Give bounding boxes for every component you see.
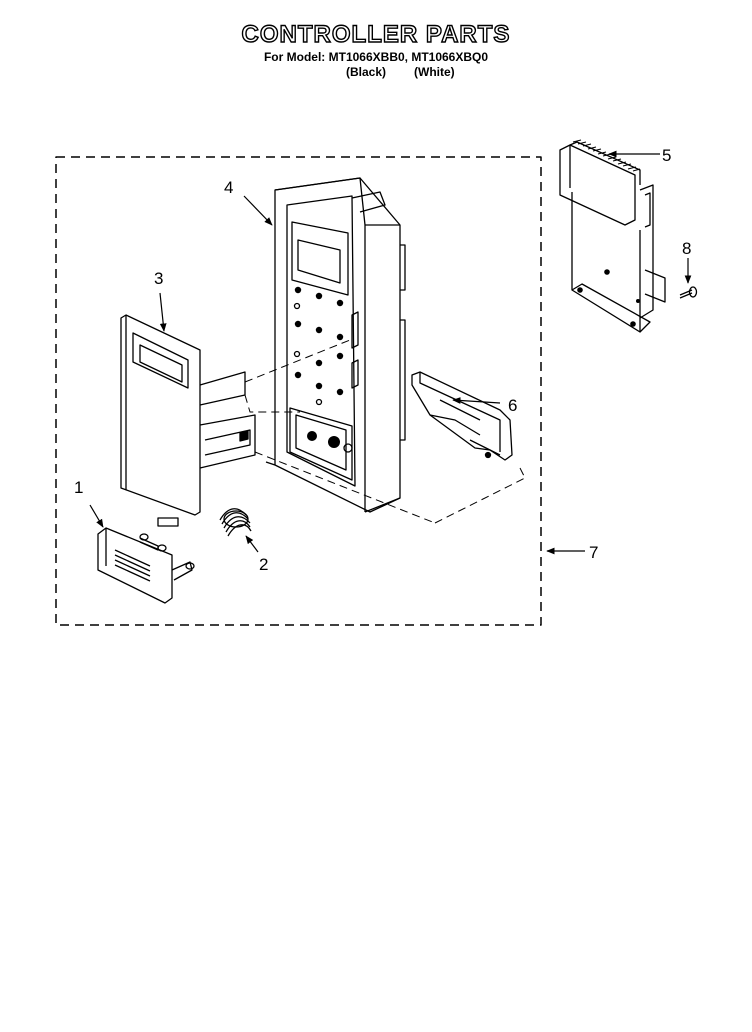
model-subtitle: For Model: MT1066XBB0, MT1066XBQ0 bbox=[263, 50, 489, 64]
part-8-screw bbox=[679, 286, 698, 299]
part-5-connector-pins bbox=[572, 139, 641, 172]
part-5-dots bbox=[577, 269, 640, 327]
part-1-release-button bbox=[97, 527, 195, 604]
assembly-boundary bbox=[55, 156, 542, 626]
diagram-title: CONTROLLER PARTS bbox=[241, 21, 511, 48]
color-black-label: (Black) bbox=[346, 65, 387, 79]
callout-7: 7 bbox=[589, 543, 598, 562]
callout-8: 8 bbox=[682, 239, 691, 258]
part-4-hollow-dots bbox=[293, 302, 353, 453]
callout-3: 3 bbox=[154, 269, 163, 288]
part-4-control-panel bbox=[265, 177, 406, 513]
callout-5: 5 bbox=[662, 146, 671, 165]
part-6-latch-bracket bbox=[411, 371, 513, 461]
part-3-overlay bbox=[120, 314, 201, 516]
part-5-circuit-board bbox=[559, 141, 666, 333]
part-4-button-dots bbox=[294, 286, 344, 448]
callout-4: 4 bbox=[224, 178, 233, 197]
callout-2: 2 bbox=[259, 555, 268, 574]
mounting-bracket bbox=[157, 371, 256, 527]
alignment-lines bbox=[244, 339, 526, 524]
color-white-label: (White) bbox=[414, 65, 455, 79]
part-2-spring bbox=[219, 508, 252, 537]
callout-6: 6 bbox=[508, 396, 517, 415]
callout-1: 1 bbox=[74, 478, 83, 497]
leader-lines bbox=[89, 150, 692, 555]
